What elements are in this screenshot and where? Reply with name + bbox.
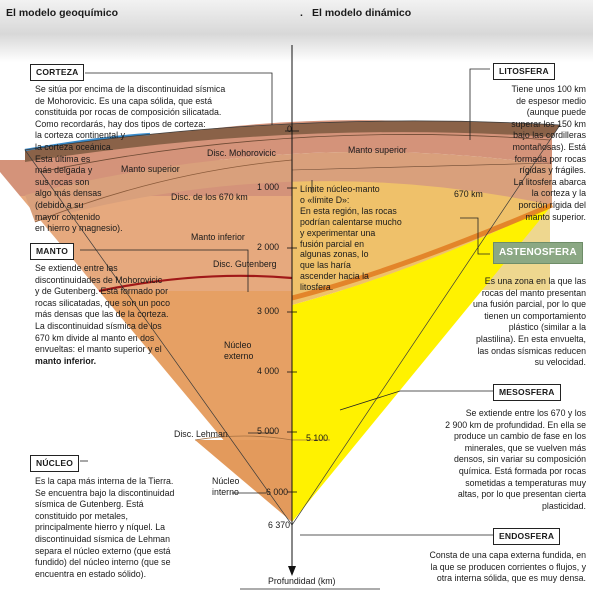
astenosfera-description: Es una zona en la que las rocas del mant… — [473, 276, 586, 368]
depth-axis-label: Profundidad (km) — [268, 576, 336, 586]
header-right: El modelo dinámico — [312, 7, 412, 19]
ocean-layer — [24, 132, 151, 152]
nucleo-interno-label: Núcleo interno — [212, 476, 240, 497]
lehman-line — [194, 435, 293, 441]
endosfera-box: ENDOSFERA — [493, 528, 561, 545]
depth-tick-6000: 6 000 — [266, 487, 289, 497]
disc-670-label: Disc. de los 670 km — [171, 192, 248, 202]
endosfera-description: Consta de una capa externa fundida, en l… — [429, 550, 586, 584]
mesosfera-box: MESOSFERA — [493, 384, 561, 401]
wedge-outline — [24, 120, 561, 526]
lower-mantle-region — [62, 246, 292, 291]
gutenberg-line — [98, 274, 293, 293]
nucleo-box: NÚCLEO — [30, 455, 80, 472]
manto-inferior-label: Manto inferior — [191, 232, 245, 242]
depth-tick-5000: 5 000 — [257, 426, 280, 436]
disc-gutenberg-label: Disc. Gutenberg — [213, 259, 277, 269]
header-left: El modelo geoquímico — [6, 7, 119, 19]
mesosfera-description: Se extiende entre los 670 y los 2 900 km… — [445, 408, 586, 511]
depth-tick-3000: 3 000 — [257, 306, 280, 316]
litosfera-box: LITOSFERA — [493, 63, 555, 80]
nucleo-externo-label: Núcleo externo — [224, 340, 254, 361]
moho-line — [39, 134, 551, 173]
disc-moho-label: Disc. Mohorovicic — [207, 148, 276, 158]
depth-axis-arrow — [288, 566, 296, 576]
depth-tick-2000: 2 000 — [257, 242, 280, 252]
crust-layer — [25, 120, 560, 162]
nucleo-description: Es la capa más interna de la Tierra. Se … — [35, 476, 175, 579]
d-layer — [291, 202, 553, 301]
corteza-box: CORTEZA — [30, 64, 85, 81]
leader-lines — [80, 68, 493, 590]
limite-d-description: Límite núcleo-manto o «límite D»: En est… — [300, 184, 402, 293]
litosfera-description: Tiene unos 100 km de espesor medio (aunq… — [511, 84, 586, 222]
depth-tick-0: 0 — [287, 124, 292, 134]
dynamic-half — [292, 165, 552, 522]
upper-mantle-band — [25, 151, 552, 222]
astenosfera-box: ASTENOSFERA — [493, 242, 583, 264]
manto-description: Se extiende entre las discontinuidades d… — [35, 263, 170, 366]
disc-670-line — [34, 159, 293, 223]
depth-tick-6370: 6 370 — [268, 520, 291, 530]
depth-tick-4000: 4 000 — [257, 366, 280, 376]
670km-label: 670 km — [454, 189, 483, 199]
lid-line — [291, 162, 553, 171]
disc-lehman-label: Disc. Lehman — [174, 429, 228, 439]
depth-tick-1000: 1 000 — [257, 182, 280, 192]
header-dot: . — [300, 7, 303, 19]
inner-core-region — [195, 440, 292, 522]
endosphere-region — [292, 205, 552, 522]
header-band — [0, 0, 593, 62]
corteza-description: Se sitúa por encima de la discontinuidad… — [35, 84, 226, 234]
manto-superior-right-label: Manto superior — [348, 145, 407, 155]
depth-tick-5100: 5 100 — [306, 433, 329, 443]
manto-superior-left-label: Manto superior — [121, 164, 180, 174]
asthenosphere-region — [292, 165, 552, 305]
depth-ticks — [285, 130, 299, 493]
manto-box: MANTO — [30, 243, 75, 260]
